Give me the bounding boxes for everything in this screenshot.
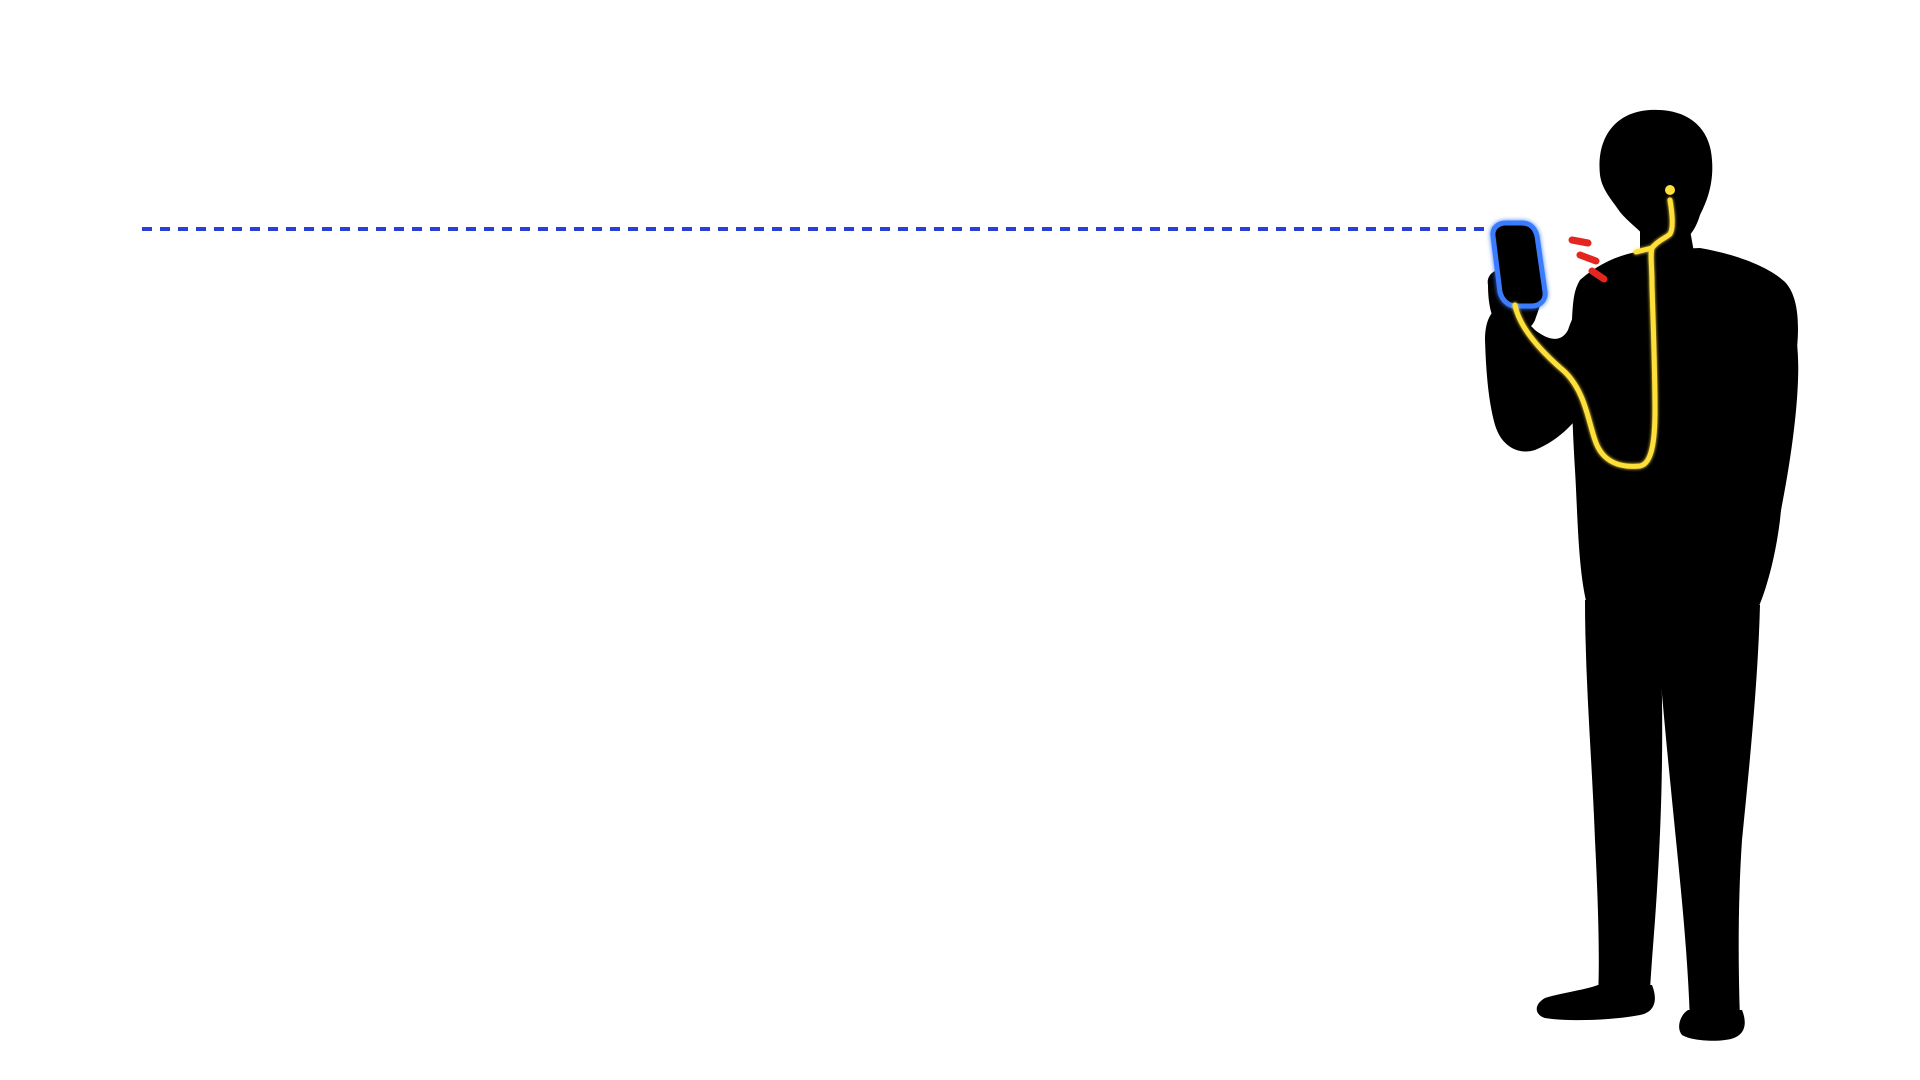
sound-wave-2 [1576,251,1600,265]
right-arm-shape [1732,290,1799,605]
earbud-icon [1665,185,1675,195]
left-shoe-shape [1536,985,1655,1021]
sound-wave-3 [1588,267,1608,283]
phone-outline [1490,220,1548,309]
right-shoe-shape [1679,1010,1745,1041]
phone-icon [1490,220,1548,309]
head-shape [1599,109,1713,245]
person-silhouette [1485,109,1799,1041]
right-leg-shape [1655,605,1760,1022]
left-leg-shape [1585,600,1663,995]
sound-wave-1 [1568,236,1592,247]
sound-waves-icon [1568,236,1608,283]
earphone-cable [1512,197,1675,469]
